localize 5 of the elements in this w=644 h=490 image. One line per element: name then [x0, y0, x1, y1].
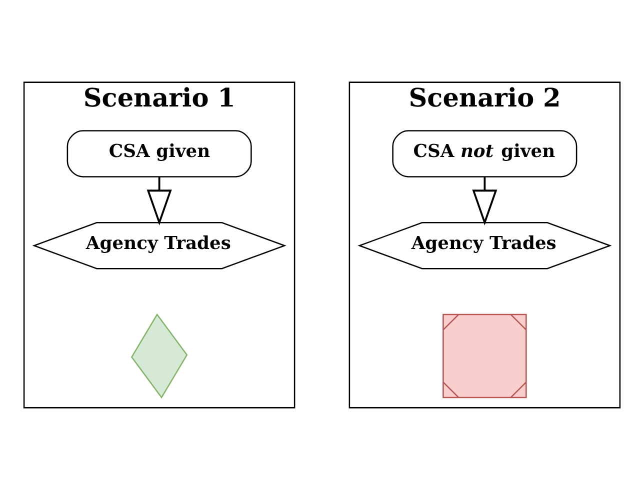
arrow — [472, 177, 498, 226]
node-box: CSA given — [66, 130, 252, 178]
arrow — [146, 177, 172, 226]
node-check — [130, 313, 188, 399]
node-box: CSA not given — [392, 130, 578, 178]
